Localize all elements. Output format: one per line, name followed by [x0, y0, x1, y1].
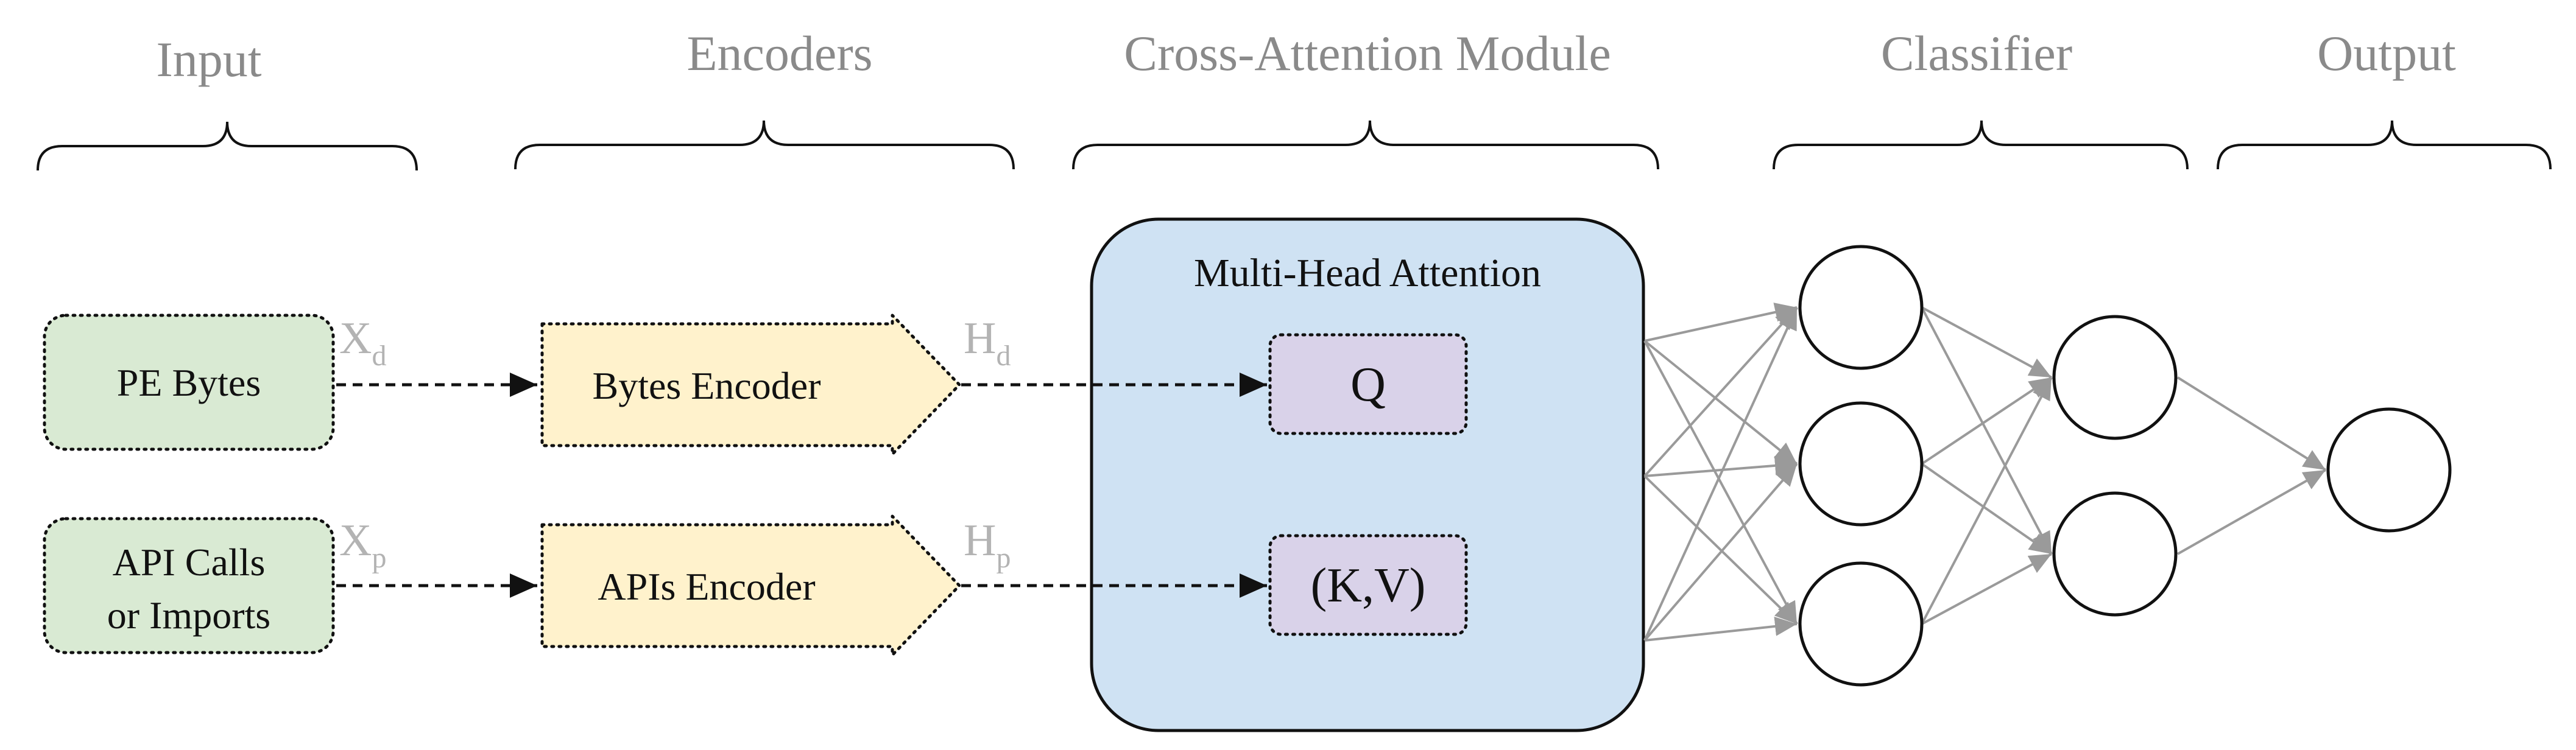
key-value-label: (K,V): [1311, 559, 1426, 612]
multi-head-attention-box: [1090, 217, 1645, 732]
key-value-box: [1268, 534, 1468, 636]
api-calls-box: [43, 517, 335, 654]
api-calls-label-line1: API Calls: [113, 541, 266, 584]
xp-variable: Xp: [339, 516, 386, 574]
header-cross-attention: Cross-Attention Module: [1124, 26, 1611, 81]
classifier-neuron-1-2: [1798, 401, 1924, 527]
pe-bytes-box: [43, 314, 335, 451]
classifier-neuron-2-2: [2052, 491, 2178, 617]
brace-input: [37, 121, 418, 171]
apis-encoder-shape: [540, 514, 961, 657]
classifier-neuron-2-1: [2052, 315, 2178, 440]
output-neuron: [2326, 407, 2452, 533]
brace-cross-attention: [1072, 120, 1659, 170]
header-classifier: Classifier: [1881, 26, 2072, 81]
xd-variable: Xd: [339, 314, 386, 372]
brace-classifier: [1773, 120, 2189, 170]
classifier-neuron-1-1: [1798, 245, 1924, 370]
classifier-neuron-1-3: [1798, 561, 1924, 687]
brace-encoders: [514, 120, 1015, 170]
query-box: [1268, 333, 1468, 435]
pe-bytes-label: PE Bytes: [117, 361, 261, 404]
header-output: Output: [2317, 26, 2456, 81]
api-calls-label-line2: or Imports: [107, 594, 270, 637]
brace-output: [2217, 120, 2552, 170]
bytes-encoder-shape: [540, 314, 961, 456]
hp-variable: Hp: [964, 516, 1011, 574]
header-encoders: Encoders: [686, 26, 872, 81]
query-label: Q: [1350, 358, 1386, 412]
network-connections: [1643, 303, 2327, 642]
multi-head-attention-title: Multi-Head Attention: [1194, 251, 1541, 295]
apis-encoder-label: APIs Encoder: [598, 565, 815, 608]
bytes-encoder-label: Bytes Encoder: [593, 364, 821, 407]
hd-variable: Hd: [964, 314, 1011, 372]
header-input: Input: [156, 32, 261, 87]
